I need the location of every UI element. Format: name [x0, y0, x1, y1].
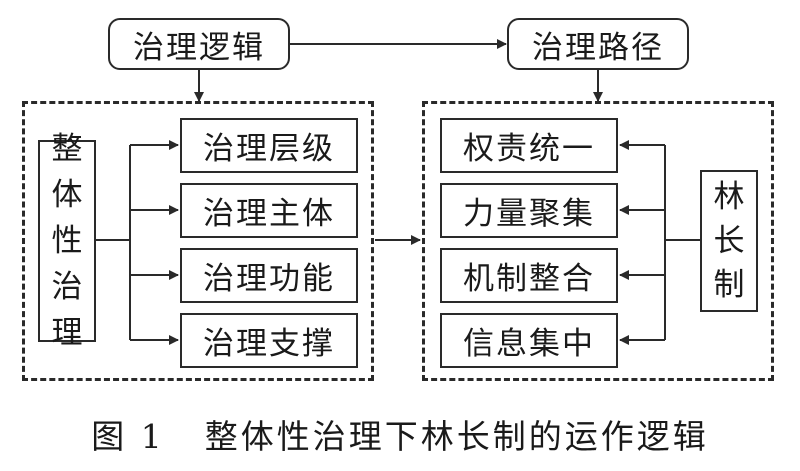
- right-vertical-char: 长: [713, 223, 745, 259]
- figure-number: 图 1: [91, 417, 165, 456]
- right-item-label: 权责统一: [463, 131, 595, 167]
- right-item-3: 机制整合: [440, 248, 618, 303]
- left-item-1: 治理层级: [180, 118, 358, 173]
- left-vertical-char: 体: [51, 177, 83, 213]
- left-item-label: 治理主体: [203, 196, 335, 232]
- logic-box: 治理逻辑: [108, 18, 290, 70]
- left-item-3: 治理功能: [180, 248, 358, 303]
- left-item-label: 治理功能: [203, 261, 335, 297]
- right-item-label: 信息集中: [463, 326, 595, 362]
- left-item-4: 治理支撑: [180, 313, 358, 368]
- left-vertical-char: 治: [51, 269, 83, 305]
- path-label: 治理路径: [532, 29, 664, 66]
- figure-caption: 图 1 整体性治理下林长制的运作逻辑: [0, 410, 800, 458]
- figure-title: 整体性治理下林长制的运作逻辑: [204, 417, 709, 456]
- left-item-2: 治理主体: [180, 183, 358, 238]
- left-vertical-char: 性: [51, 223, 83, 259]
- right-item-2: 力量聚集: [440, 183, 618, 238]
- right-item-label: 力量聚集: [463, 196, 595, 232]
- right-item-4: 信息集中: [440, 313, 618, 368]
- left-frame: [22, 101, 374, 381]
- left-item-label: 治理支撑: [203, 326, 335, 362]
- left-vertical-char: 理: [51, 315, 83, 351]
- right-frame: [422, 101, 774, 381]
- logic-label: 治理逻辑: [133, 29, 265, 66]
- right-item-label: 机制整合: [463, 261, 595, 297]
- left-item-label: 治理层级: [203, 131, 335, 167]
- right-item-1: 权责统一: [440, 118, 618, 173]
- left-vertical-label: 整 体 性 治 理: [38, 131, 96, 351]
- right-vertical-char: 制: [713, 267, 745, 303]
- right-vertical-char: 林: [713, 179, 745, 215]
- right-vertical-label: 林 长 制: [700, 170, 758, 312]
- path-box: 治理路径: [507, 18, 689, 70]
- left-vertical-char: 整: [51, 131, 83, 167]
